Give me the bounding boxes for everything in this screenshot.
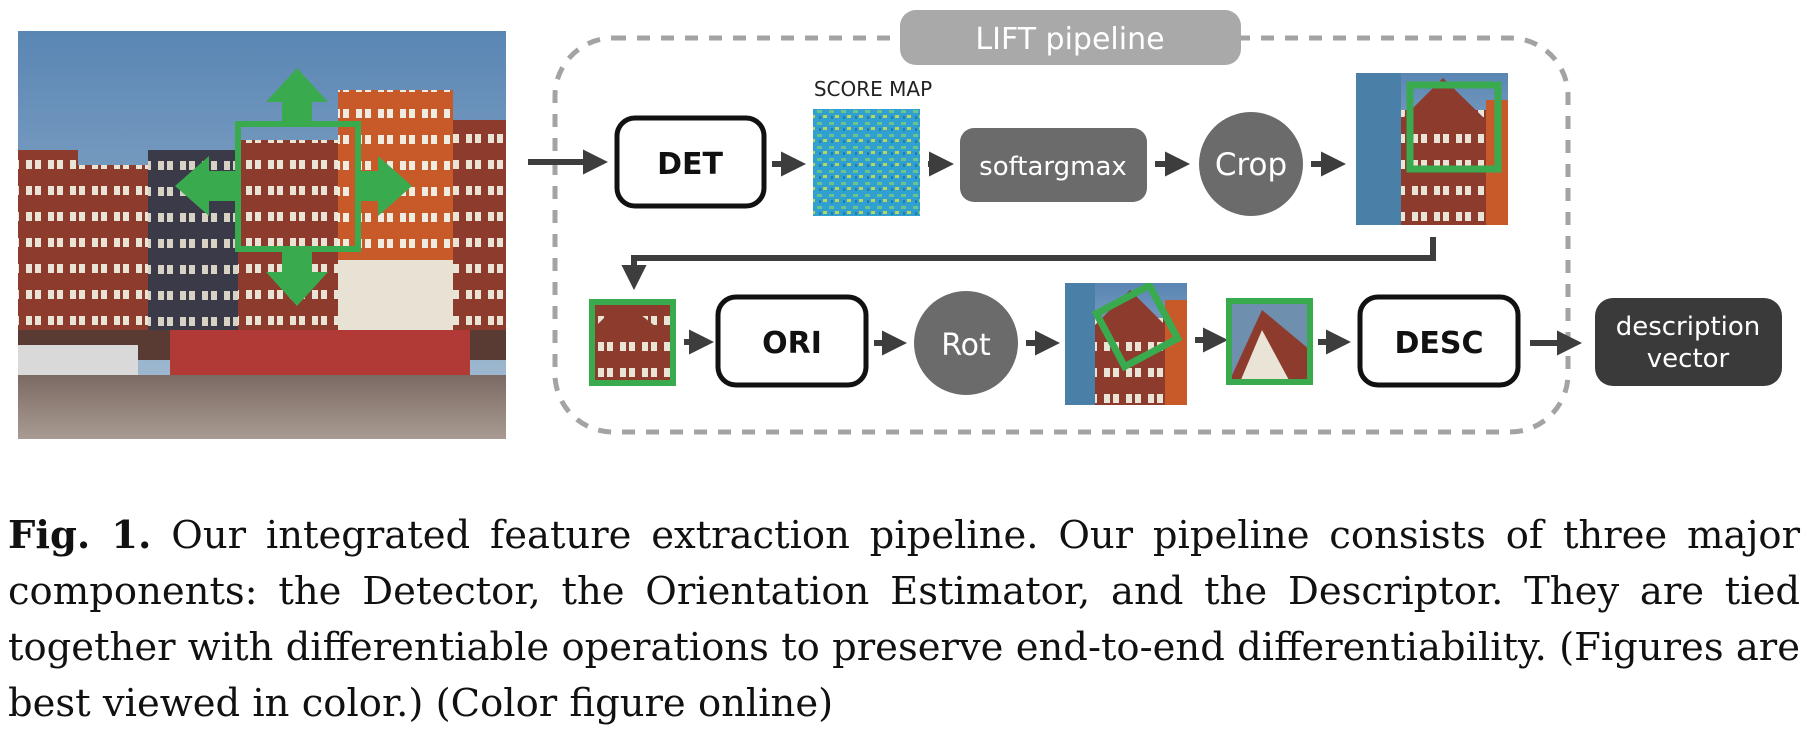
desc-box	[1357, 294, 1521, 388]
arrow-patch-to-row2	[621, 237, 1436, 291]
softargmax-label: softargmax	[979, 152, 1127, 182]
description-vector-line2: vector	[1647, 344, 1730, 374]
figure-caption: Fig. 1. Our integrated feature extractio…	[8, 508, 1800, 732]
caption-label: Fig. 1.	[8, 513, 152, 558]
det-box	[614, 115, 767, 209]
rot-circle	[914, 291, 1018, 395]
crop-label: Crop	[1215, 147, 1287, 183]
translation-arrows-icon	[175, 68, 412, 306]
ori-box	[715, 294, 869, 388]
description-vector-line1: description	[1616, 312, 1761, 342]
oriented-patch-image	[1226, 298, 1313, 385]
crop-circle	[1199, 112, 1303, 216]
rotated-patch-image	[1065, 283, 1187, 405]
pipeline-figure: LIFT pipeline DET SCORE MAP softargmax C…	[18, 10, 1782, 439]
caption-text: Our integrated feature extraction pipeli…	[8, 513, 1800, 726]
det-label: DET	[657, 147, 723, 182]
softargmax-box	[960, 128, 1147, 202]
input-image	[18, 31, 506, 439]
desc-label: DESC	[1394, 326, 1483, 361]
detected-patch-image	[1356, 73, 1508, 225]
description-vector-box	[1595, 298, 1782, 386]
lift-pipeline-title-box	[900, 10, 1241, 65]
rot-label: Rot	[941, 328, 991, 363]
score-map-image	[813, 109, 920, 216]
cropped-patch-image	[589, 299, 676, 386]
ori-label: ORI	[762, 326, 822, 361]
lift-pipeline-container	[552, 35, 1571, 435]
lift-pipeline-title: LIFT pipeline	[975, 22, 1164, 57]
score-map-label: SCORE MAP	[814, 77, 932, 101]
